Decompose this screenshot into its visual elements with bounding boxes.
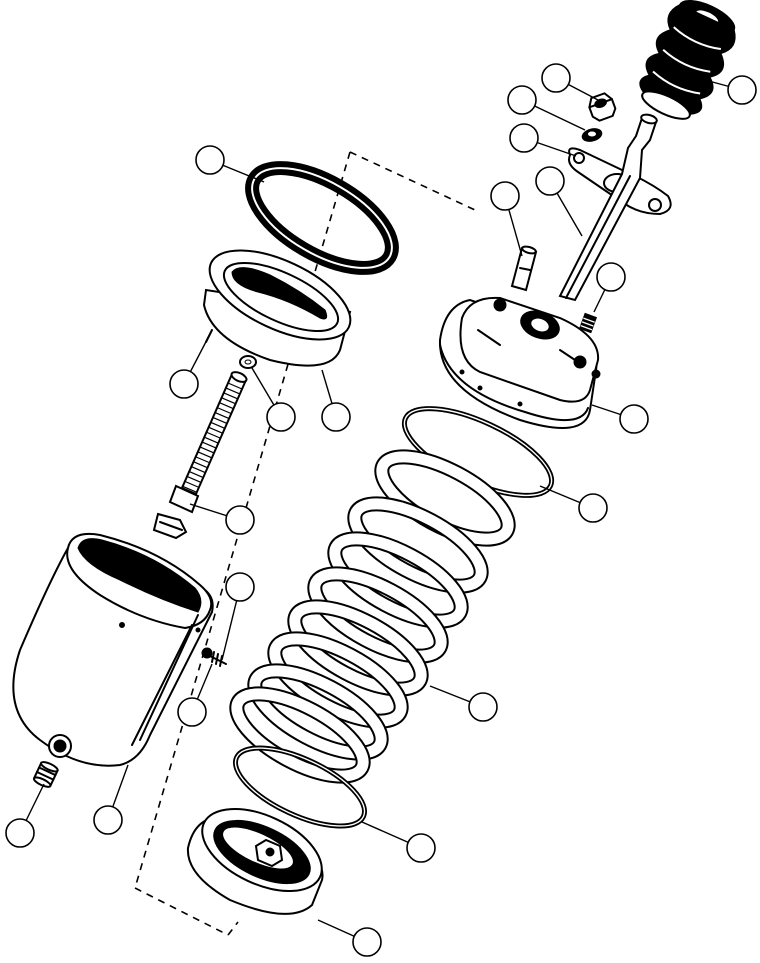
callout <box>93 764 129 835</box>
callout <box>429 685 498 722</box>
spring-coil <box>307 566 449 664</box>
callout-circle <box>507 85 537 115</box>
callout <box>361 821 436 863</box>
callout-circle <box>352 927 382 957</box>
callout-circle <box>490 181 520 211</box>
washer-part <box>581 128 603 142</box>
nut-part <box>588 92 617 122</box>
spring-coil <box>267 631 409 729</box>
callout <box>195 145 265 183</box>
callout-circle <box>177 697 207 727</box>
callout-circle <box>225 505 255 535</box>
callout <box>535 166 583 237</box>
callout <box>5 783 45 848</box>
callout <box>541 63 599 101</box>
bolt-thread <box>216 406 232 415</box>
callout <box>189 503 255 535</box>
bolt-thread <box>203 436 219 444</box>
bolt-thread <box>218 402 234 410</box>
callout <box>177 663 213 727</box>
bleeder-fitting-part <box>32 761 59 788</box>
dust-boot-part <box>639 0 736 120</box>
callout-circle <box>727 75 757 105</box>
small-washer-part <box>239 355 257 369</box>
spring-coil <box>327 531 469 629</box>
bolt-thread <box>227 382 243 390</box>
callouts <box>5 63 757 957</box>
lower-o-ring-part <box>232 745 368 829</box>
callout-circle <box>535 166 565 196</box>
callout <box>591 404 649 434</box>
spring-coil <box>229 686 371 784</box>
callout-circle <box>541 63 571 93</box>
bolt-thread <box>207 426 223 434</box>
small-screw-part <box>201 647 227 667</box>
bolt-thread <box>188 470 203 478</box>
callout-circle <box>169 369 199 399</box>
cover-housing-part <box>438 296 601 429</box>
bolt-thread <box>223 392 238 400</box>
bolt-thread <box>205 431 221 439</box>
callout-circle <box>596 262 626 292</box>
bolt-thread <box>190 465 205 473</box>
callout-circle <box>321 402 351 432</box>
callout-circle <box>578 493 608 523</box>
set-screw-part <box>578 312 598 334</box>
through-bolt-part <box>152 371 248 540</box>
bolt-thread <box>214 411 230 419</box>
callout-circle <box>195 145 225 175</box>
callout-circle <box>5 818 35 848</box>
callout <box>507 85 586 131</box>
callout <box>704 75 757 105</box>
bolt-thread <box>196 451 212 459</box>
callout <box>490 181 523 257</box>
bolt-thread <box>221 397 236 405</box>
callout <box>321 369 351 432</box>
bolt-thread <box>194 455 210 464</box>
spring-coil <box>347 496 489 594</box>
callout-circle <box>93 805 123 835</box>
bolt-thread <box>199 446 214 454</box>
callout-circle <box>468 692 498 722</box>
bolt-thread <box>210 421 225 429</box>
spring-coil <box>287 599 429 697</box>
callout <box>539 485 608 523</box>
callout <box>593 262 626 313</box>
spring-coil <box>374 449 516 547</box>
spring-coil <box>247 663 389 761</box>
push-rod-part <box>558 113 658 302</box>
cylinder-body-part <box>12 532 214 767</box>
callout <box>251 367 296 432</box>
callout <box>221 572 255 661</box>
bolt-thread <box>181 485 197 493</box>
bolt-thread <box>225 387 241 395</box>
bolt-thread <box>212 416 227 424</box>
bolt-thread <box>185 475 201 483</box>
bolt-thread <box>192 460 208 468</box>
callout-circle <box>266 402 296 432</box>
callout-circle <box>509 123 539 153</box>
seal-ring-part <box>245 161 399 275</box>
retainer-cup-part <box>202 249 352 367</box>
bolt-thread <box>183 480 199 488</box>
piston-part <box>186 807 324 915</box>
callout <box>317 919 382 957</box>
callout <box>169 333 211 399</box>
callout-circle <box>619 404 649 434</box>
callout-circle <box>225 572 255 602</box>
dowel-pin-part <box>510 245 538 292</box>
callout-circle <box>406 833 436 863</box>
main-spring-part <box>229 449 516 784</box>
callout <box>509 123 577 157</box>
bolt-thread <box>201 441 216 449</box>
